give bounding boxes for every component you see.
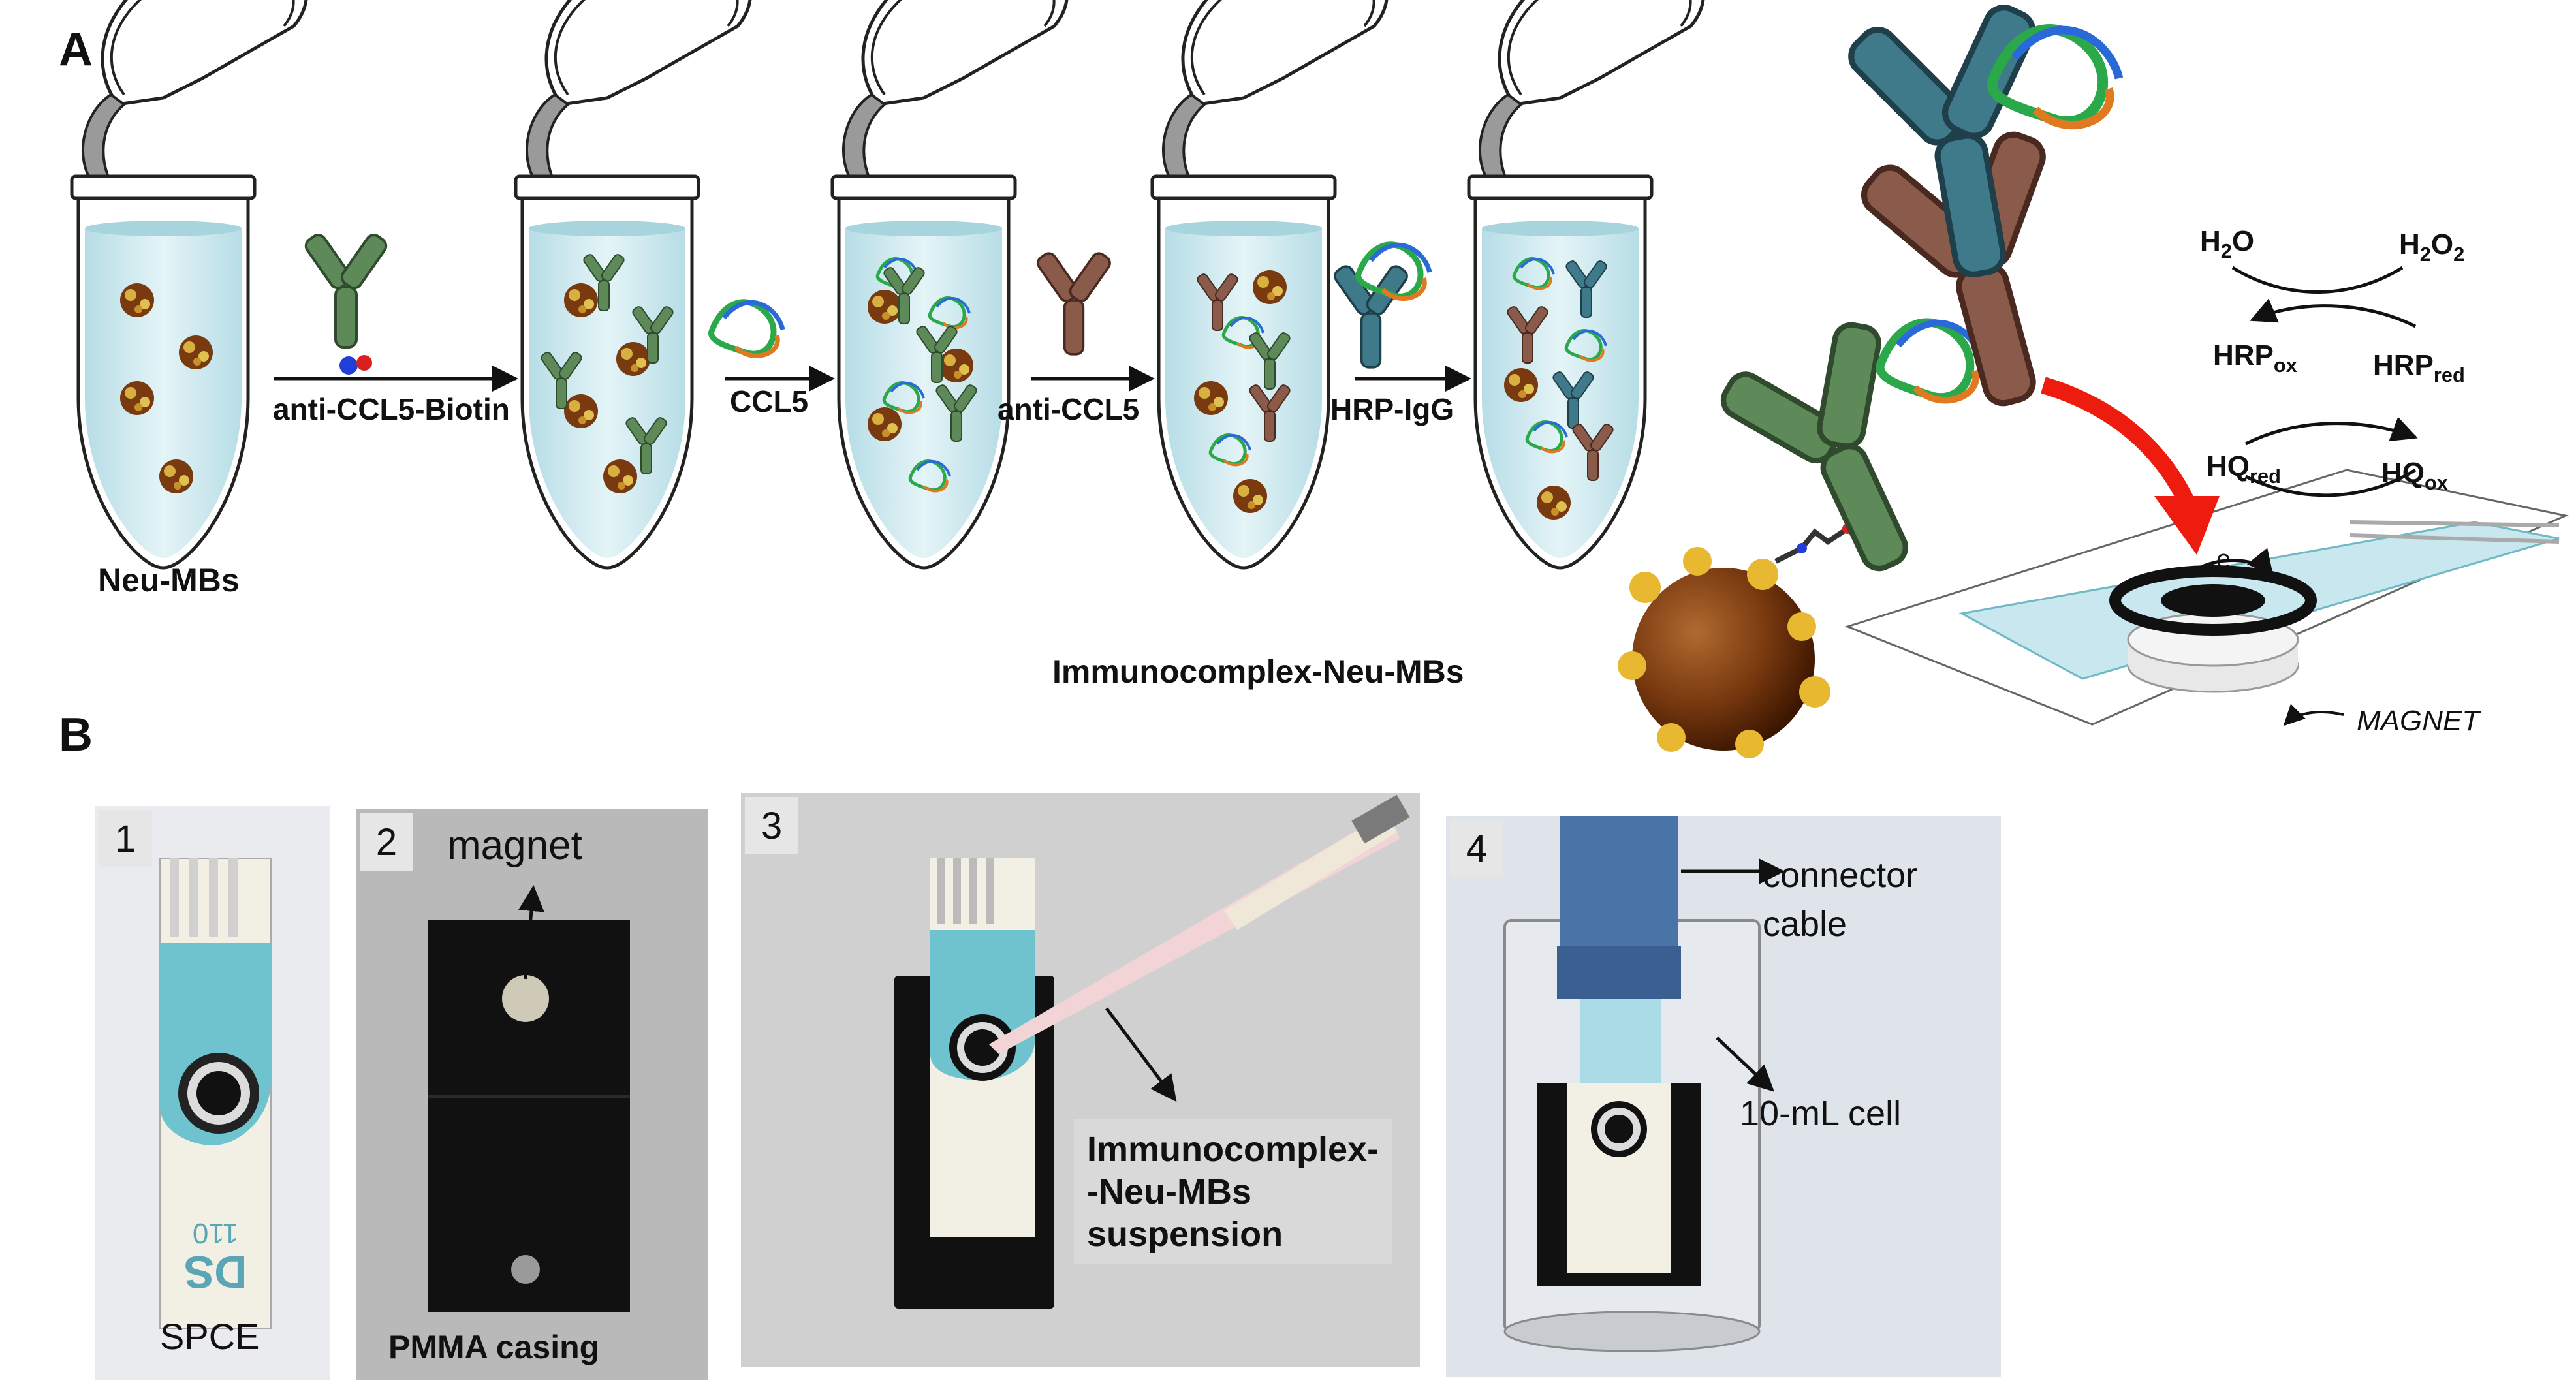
photo-1-caption: SPCE <box>160 1316 260 1357</box>
hq-ox-sub: ox <box>2425 471 2448 494</box>
tube-1 <box>72 0 306 568</box>
label-magnet-text: MAGNET <box>2357 705 2480 737</box>
label-hq-ox: HQox <box>2381 457 2448 494</box>
photo-1-spce: 110 DS 1 SPCE <box>95 806 330 1380</box>
h2o2-sub: 2 <box>2419 242 2431 266</box>
h2o-sub: 2 <box>2220 239 2232 262</box>
h2o2-mid: O <box>2430 228 2454 260</box>
label-h2o: H2O <box>2200 225 2255 262</box>
callout-line-2: -Neu-MBs <box>1087 1172 1251 1211</box>
photo-4-number: 4 <box>1450 820 1503 877</box>
label-hrp-ox: HRPox <box>2213 339 2297 377</box>
electrode-scene <box>1618 0 2569 758</box>
chip-text-110-a: 110 <box>193 1217 238 1249</box>
photo-2-label-magnet: magnet <box>447 823 582 868</box>
hq-ox-main: HQ <box>2381 457 2425 489</box>
reagent-hrp-igg <box>1330 245 1430 369</box>
magnetic-bead <box>1632 568 1815 751</box>
hrp-ox-sub: ox <box>2273 353 2297 377</box>
h2o2-main: H <box>2399 228 2420 260</box>
label-anti-ccl5-biotin: anti-CCL5-Biotin <box>273 392 510 426</box>
reagent-ccl5 <box>712 302 783 356</box>
photo-3-number: 3 <box>745 797 798 854</box>
hrp-red-sub: red <box>2433 363 2465 386</box>
photo-1-number: 1 <box>99 810 152 867</box>
tube-2 <box>516 0 750 568</box>
tube-3 <box>832 0 1067 568</box>
h2o2-sub2: 2 <box>2453 242 2465 266</box>
photo-2-number: 2 <box>360 813 413 871</box>
hrp-ox-main: HRP <box>2213 339 2274 371</box>
hq-red-main: HQ <box>2207 450 2250 482</box>
reagent-anti-ccl5-biotin <box>302 230 390 375</box>
label-neu-mbs: Neu-MBs <box>98 562 240 599</box>
label-immunocomplex: Immunocomplex-Neu-MBs <box>1052 653 1464 690</box>
label-hq-red: HQred <box>2207 450 2281 488</box>
label-anti-ccl5: anti-CCL5 <box>997 392 1140 426</box>
label-hrp-red: HRPred <box>2373 349 2465 386</box>
h2o-main: H <box>2200 225 2221 257</box>
callout-line-3: suspension <box>1087 1214 1283 1254</box>
callout-line-1: Immunocomplex- <box>1087 1130 1379 1169</box>
panel-a-letter: A <box>59 23 93 76</box>
photo-3-pipette: 3 Immunocomplex- -Neu-MBs suspension <box>741 793 1420 1367</box>
hrp-red-main: HRP <box>2373 349 2434 381</box>
red-arrow <box>2041 377 2198 513</box>
hq-red-sub: red <box>2250 464 2281 488</box>
photo-4-label-cell: 10-mL cell <box>1740 1094 1902 1133</box>
label-ccl5: CCL5 <box>730 384 809 418</box>
h2o-end: O <box>2231 225 2255 257</box>
photo-2-caption: PMMA casing <box>388 1329 600 1365</box>
tube-5 <box>1469 0 1703 568</box>
photo-3-callout: Immunocomplex- -Neu-MBs suspension <box>1074 1119 1392 1265</box>
label-h2o2: H2O2 <box>2399 228 2464 266</box>
surface-proteins <box>1618 547 1830 758</box>
panel-b-letter: B <box>59 709 93 761</box>
reagent-anti-ccl5 <box>1033 249 1114 356</box>
photo-2-pmma: 2 magnet PMMA casing <box>356 809 708 1380</box>
label-electron: e <box>2216 545 2231 574</box>
chip-text-ds-a: DS <box>183 1247 247 1298</box>
photo-4-label-connector: connector <box>1763 856 1918 895</box>
photo-4-label-cable: cable <box>1763 905 1847 944</box>
label-hrp-igg: HRP-IgG <box>1330 392 1454 426</box>
photo-4-cell: 4 connector cable 10-mL cell <box>1446 816 2001 1377</box>
